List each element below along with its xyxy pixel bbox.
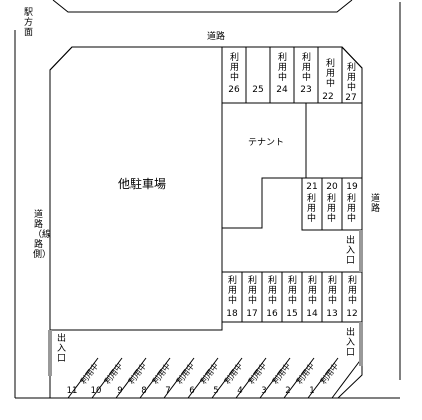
stall-11-number: 11 bbox=[66, 386, 78, 396]
stall-19-number: 19 bbox=[346, 182, 358, 192]
stall-23-status: 利用中 bbox=[301, 53, 311, 83]
stall-4-number: 4 bbox=[237, 386, 243, 396]
other-parking-area bbox=[49, 46, 223, 331]
stall-17-number: 17 bbox=[246, 309, 258, 319]
entrance-right-upper-label: 出入口 bbox=[345, 236, 355, 266]
stall-24-status: 利用中 bbox=[277, 53, 287, 83]
stall-17-status: 利用中 bbox=[247, 276, 257, 306]
stall-15-number: 15 bbox=[286, 309, 298, 319]
stall-14-status: 利用中 bbox=[307, 276, 317, 306]
stall-13-number: 13 bbox=[326, 309, 338, 319]
middle-row-stalls bbox=[221, 271, 363, 323]
stall-15-status: 利用中 bbox=[287, 276, 297, 306]
stall-18-status: 利用中 bbox=[227, 276, 237, 306]
stall-27-status: 利用中 bbox=[346, 63, 356, 93]
stall-8-number: 8 bbox=[141, 386, 147, 396]
stall-13-status: 利用中 bbox=[327, 276, 337, 306]
tenant-block bbox=[221, 102, 307, 229]
stall-20-number: 20 bbox=[326, 182, 338, 192]
road-right-label: 道路 bbox=[370, 194, 380, 214]
stall-25-number: 25 bbox=[252, 85, 264, 95]
top-row-stalls bbox=[221, 46, 363, 104]
stall-5-number: 5 bbox=[213, 386, 219, 396]
stall-10-number: 10 bbox=[90, 386, 102, 396]
right-column-stalls bbox=[301, 177, 363, 231]
stall-12-status: 利用中 bbox=[347, 276, 357, 306]
tenant-label: テナント bbox=[248, 138, 285, 148]
stall-14-number: 14 bbox=[306, 309, 318, 319]
bottom-row-stalls bbox=[67, 357, 363, 399]
stall-7-number: 7 bbox=[165, 386, 171, 396]
stall-6-number: 6 bbox=[189, 386, 195, 396]
entrance-left-label: 出入口 bbox=[56, 334, 66, 364]
stall-26-status: 利用中 bbox=[229, 53, 239, 83]
entrance-bar-right-lower bbox=[359, 322, 363, 366]
stall-22-number: 22 bbox=[322, 92, 334, 102]
stall-22-status: 利用中 bbox=[325, 59, 335, 89]
stall-24-number: 24 bbox=[276, 85, 288, 95]
entrance-right-lower-label: 出入口 bbox=[345, 328, 355, 358]
stall-3-number: 3 bbox=[261, 386, 267, 396]
stall-9-number: 9 bbox=[117, 386, 123, 396]
stall-21-number: 21 bbox=[306, 182, 318, 192]
road-left-label: 道路（線路側） bbox=[33, 210, 52, 260]
stall-18-number: 18 bbox=[226, 309, 238, 319]
stall-16-status: 利用中 bbox=[267, 276, 277, 306]
stall-21-status: 利用中 bbox=[306, 194, 316, 224]
road-top-label: 道路 bbox=[207, 32, 226, 42]
top-street-outline bbox=[52, 0, 353, 13]
stall-2-number: 2 bbox=[285, 386, 291, 396]
entrance-bar-right-upper bbox=[359, 230, 363, 272]
stall-16-number: 16 bbox=[266, 309, 278, 319]
other-parking-label: 他駐車場 bbox=[118, 177, 167, 191]
entrance-bar-left bbox=[48, 330, 52, 376]
stall-12-number: 12 bbox=[346, 309, 358, 319]
stall-19-status: 利用中 bbox=[346, 194, 356, 224]
stall-20-status: 利用中 bbox=[326, 194, 336, 224]
stall-23-number: 23 bbox=[300, 85, 312, 95]
station-direction-label: 駅方面 bbox=[23, 8, 33, 38]
stall-1-number: 1 bbox=[309, 386, 315, 396]
stall-27-number: 27 bbox=[345, 93, 357, 103]
stall-26-number: 26 bbox=[228, 85, 240, 95]
